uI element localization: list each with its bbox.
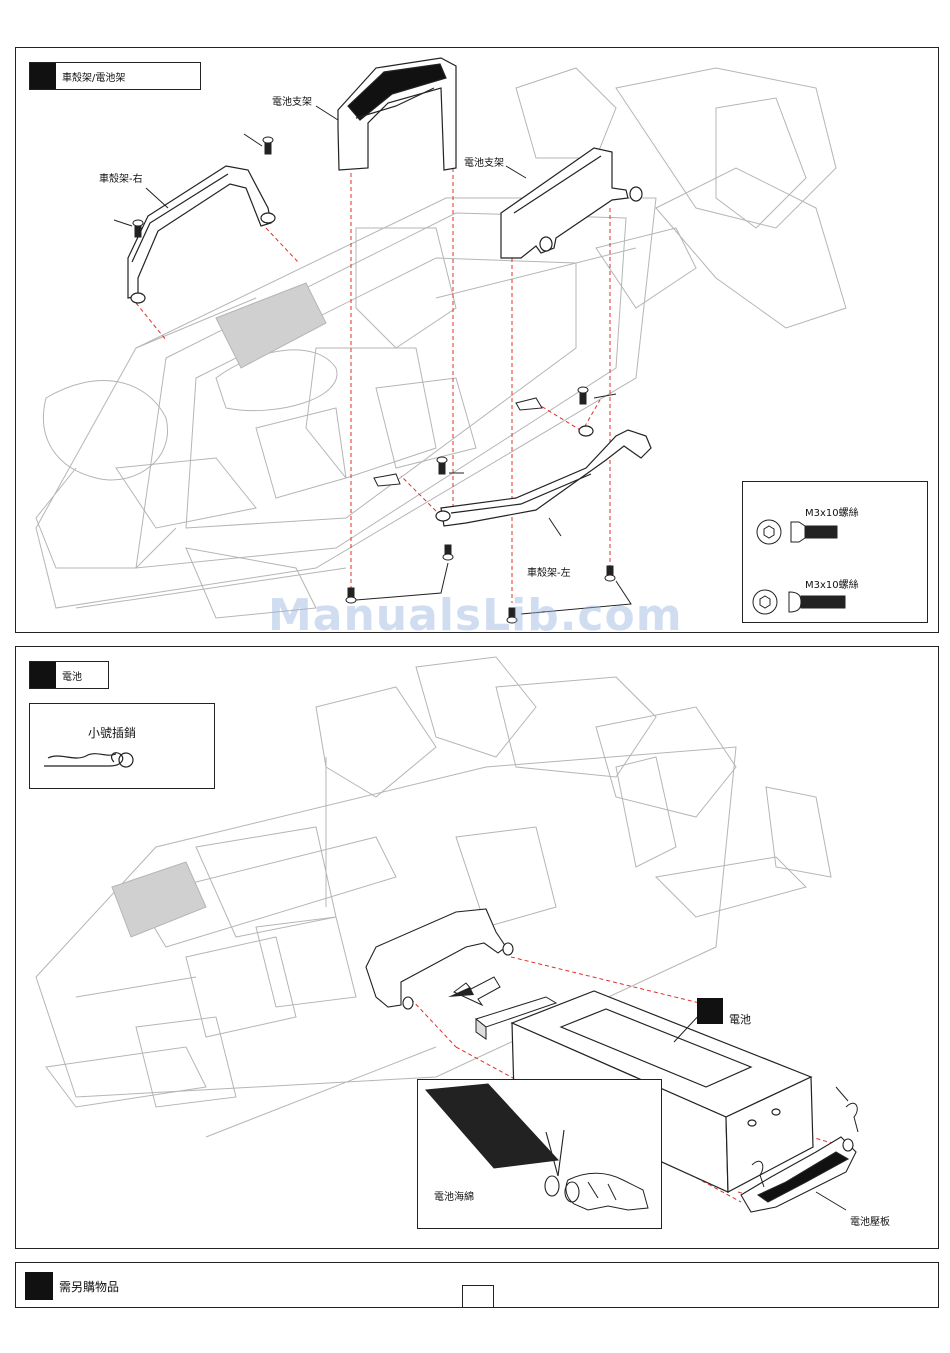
motor-ghost bbox=[112, 862, 206, 937]
screw-legend: M3x10螺絲 M3x10螺絲 bbox=[742, 481, 928, 623]
chassis-ghost-outline bbox=[36, 68, 846, 618]
sponge-cutting-drawing bbox=[418, 1080, 663, 1230]
insert-direction-arrow bbox=[454, 977, 500, 1005]
step-items-purchased-separately: 需另購物品 bbox=[15, 1262, 939, 1308]
label-battery-strap: 電池壓板 bbox=[850, 1213, 890, 1228]
button-head-screw-icon bbox=[753, 590, 845, 614]
label-battery-sponge: 電池海綿 bbox=[434, 1188, 474, 1203]
step-body-mount-battery-holder: 車殼架/電池架 bbox=[15, 47, 939, 633]
body-clip-icon bbox=[44, 753, 133, 767]
battery-bracket-a bbox=[338, 58, 456, 170]
scissors-icon bbox=[545, 1130, 579, 1202]
sponge-sheet bbox=[426, 1084, 558, 1168]
page-tab-notch bbox=[462, 1285, 494, 1308]
screw-legend-drawings bbox=[743, 482, 929, 624]
step-header: 需另購物品 bbox=[25, 1271, 145, 1301]
body-clip-legend: 小號插銷 bbox=[29, 703, 215, 789]
label-body-mount-right: 車殼架-右 bbox=[99, 170, 143, 185]
label-battery-bracket-a: 電池支架 bbox=[272, 93, 312, 108]
step-title: 需另購物品 bbox=[53, 1278, 119, 1295]
battery-callout-box bbox=[697, 998, 723, 1024]
body-mount-left bbox=[436, 426, 651, 526]
body-clip-drawing bbox=[30, 704, 216, 790]
label-battery: 電池 bbox=[729, 1011, 751, 1027]
step-battery: 電池 bbox=[15, 646, 939, 1249]
step-number-box bbox=[25, 1272, 53, 1300]
flat-head-screw-icon bbox=[757, 520, 837, 544]
battery-sponge-detail: 電池海綿 bbox=[417, 1079, 662, 1229]
watermark: ManualsLib.com bbox=[268, 590, 683, 641]
hand-icon bbox=[566, 1173, 648, 1210]
motor-ghost bbox=[216, 283, 326, 368]
body-mount-right bbox=[128, 166, 275, 303]
label-body-mount-left: 車殼架-左 bbox=[527, 564, 571, 579]
battery-bracket-installed bbox=[366, 909, 513, 1009]
label-battery-bracket-b: 電池支架 bbox=[464, 154, 504, 169]
